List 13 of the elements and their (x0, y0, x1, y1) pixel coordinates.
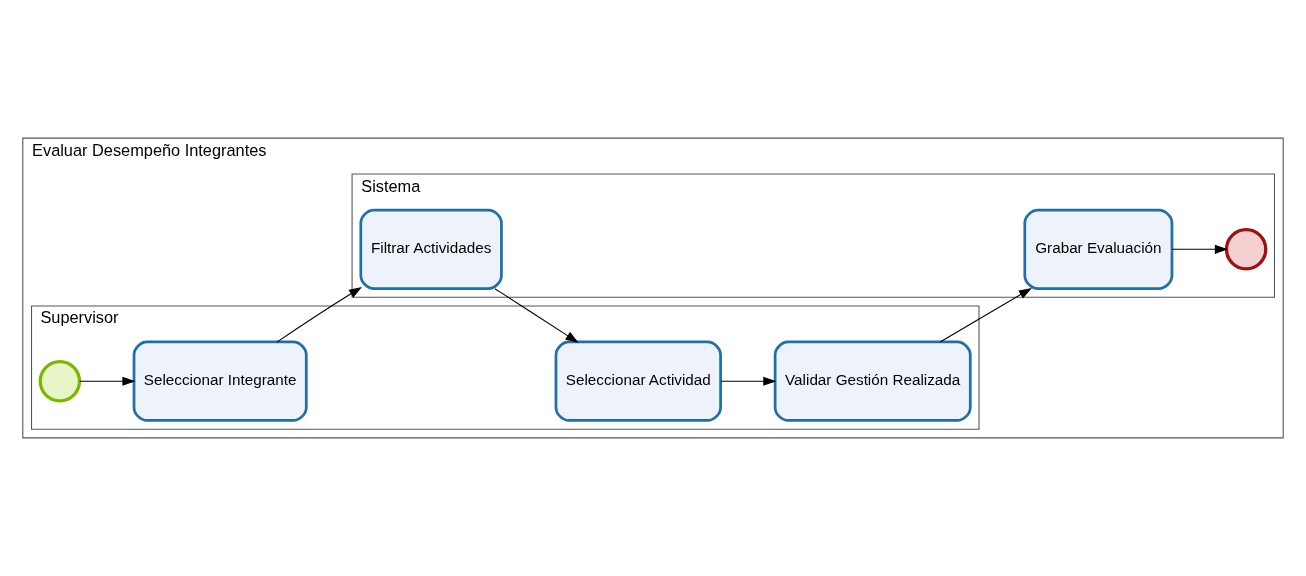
node-box: Grabar Evaluación (1023, 208, 1174, 290)
node-circle (1224, 228, 1268, 271)
arrow (276, 286, 362, 343)
node-box: Validar Gestión Realizada (773, 340, 972, 422)
node-box: Filtrar Actividades (359, 208, 503, 290)
arrow (940, 287, 1032, 343)
node-box: Seleccionar Integrante (132, 340, 308, 422)
node-box: Seleccionar Actividad (554, 340, 722, 422)
arrow (79, 376, 136, 386)
node-circle (38, 359, 82, 403)
arrow (494, 288, 579, 343)
arrow (720, 376, 777, 386)
arrow (1171, 244, 1228, 254)
